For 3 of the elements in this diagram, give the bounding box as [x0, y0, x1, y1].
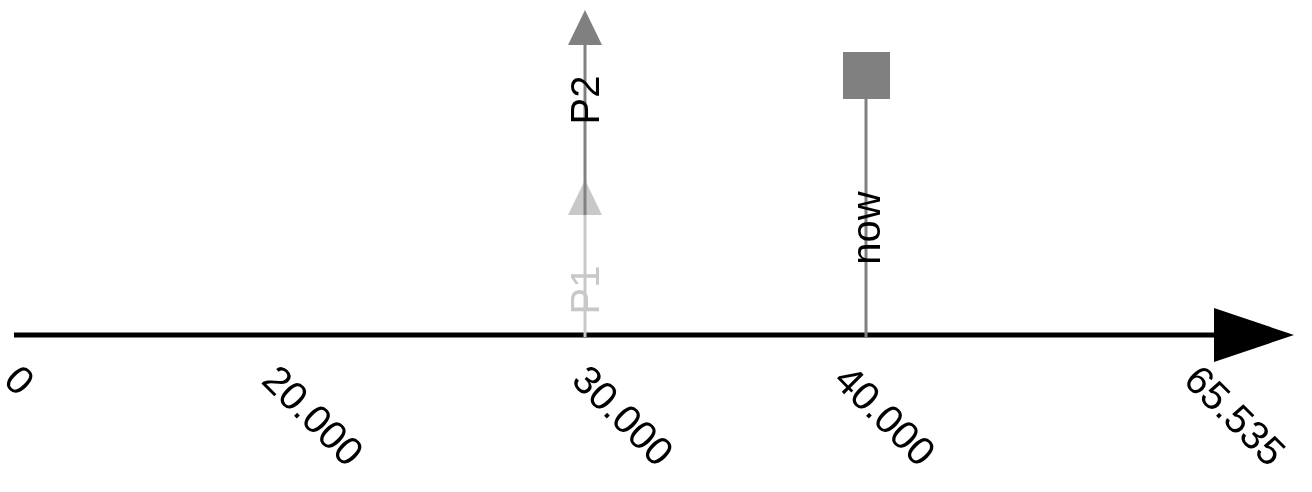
marker-label: P2: [565, 75, 605, 125]
tick-label: 0: [0, 357, 42, 402]
marker-label: now: [846, 191, 886, 265]
